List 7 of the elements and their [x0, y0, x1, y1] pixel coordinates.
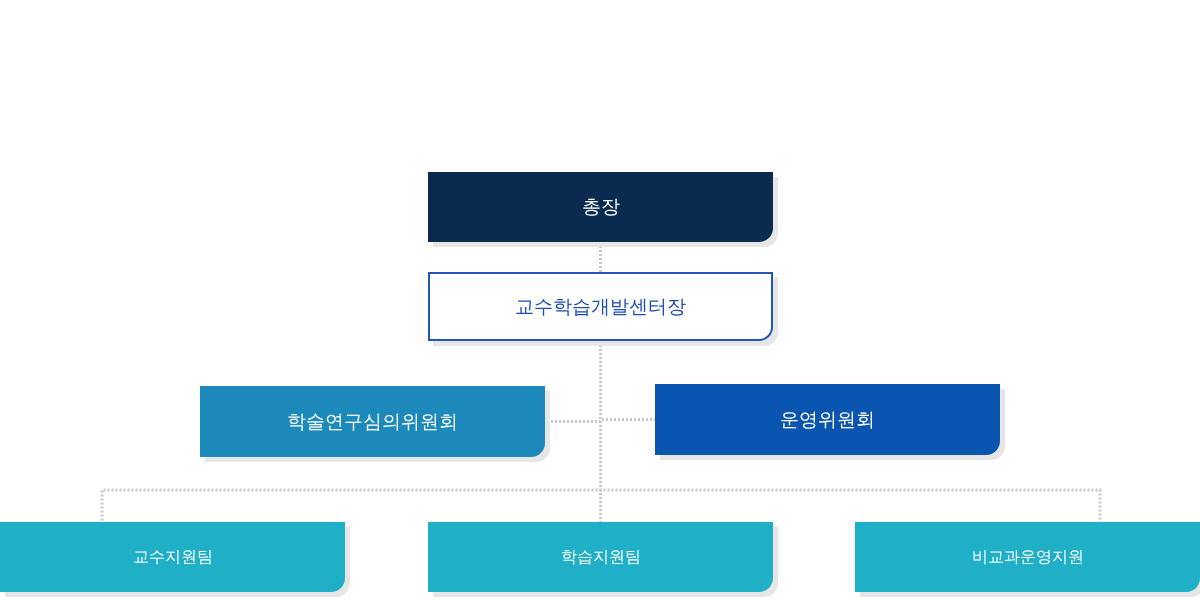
box-label: 운영위원회	[780, 406, 875, 432]
box-label: 비교과운영지원	[971, 546, 1084, 568]
box-label: 총장	[581, 194, 620, 219]
box-label: 학습지원팀	[560, 546, 641, 568]
box-label: 학술연구심의위원회	[287, 408, 458, 434]
box-label: 교수지원팀	[132, 546, 213, 568]
box-label: 교수학습개발센터장	[515, 293, 686, 319]
